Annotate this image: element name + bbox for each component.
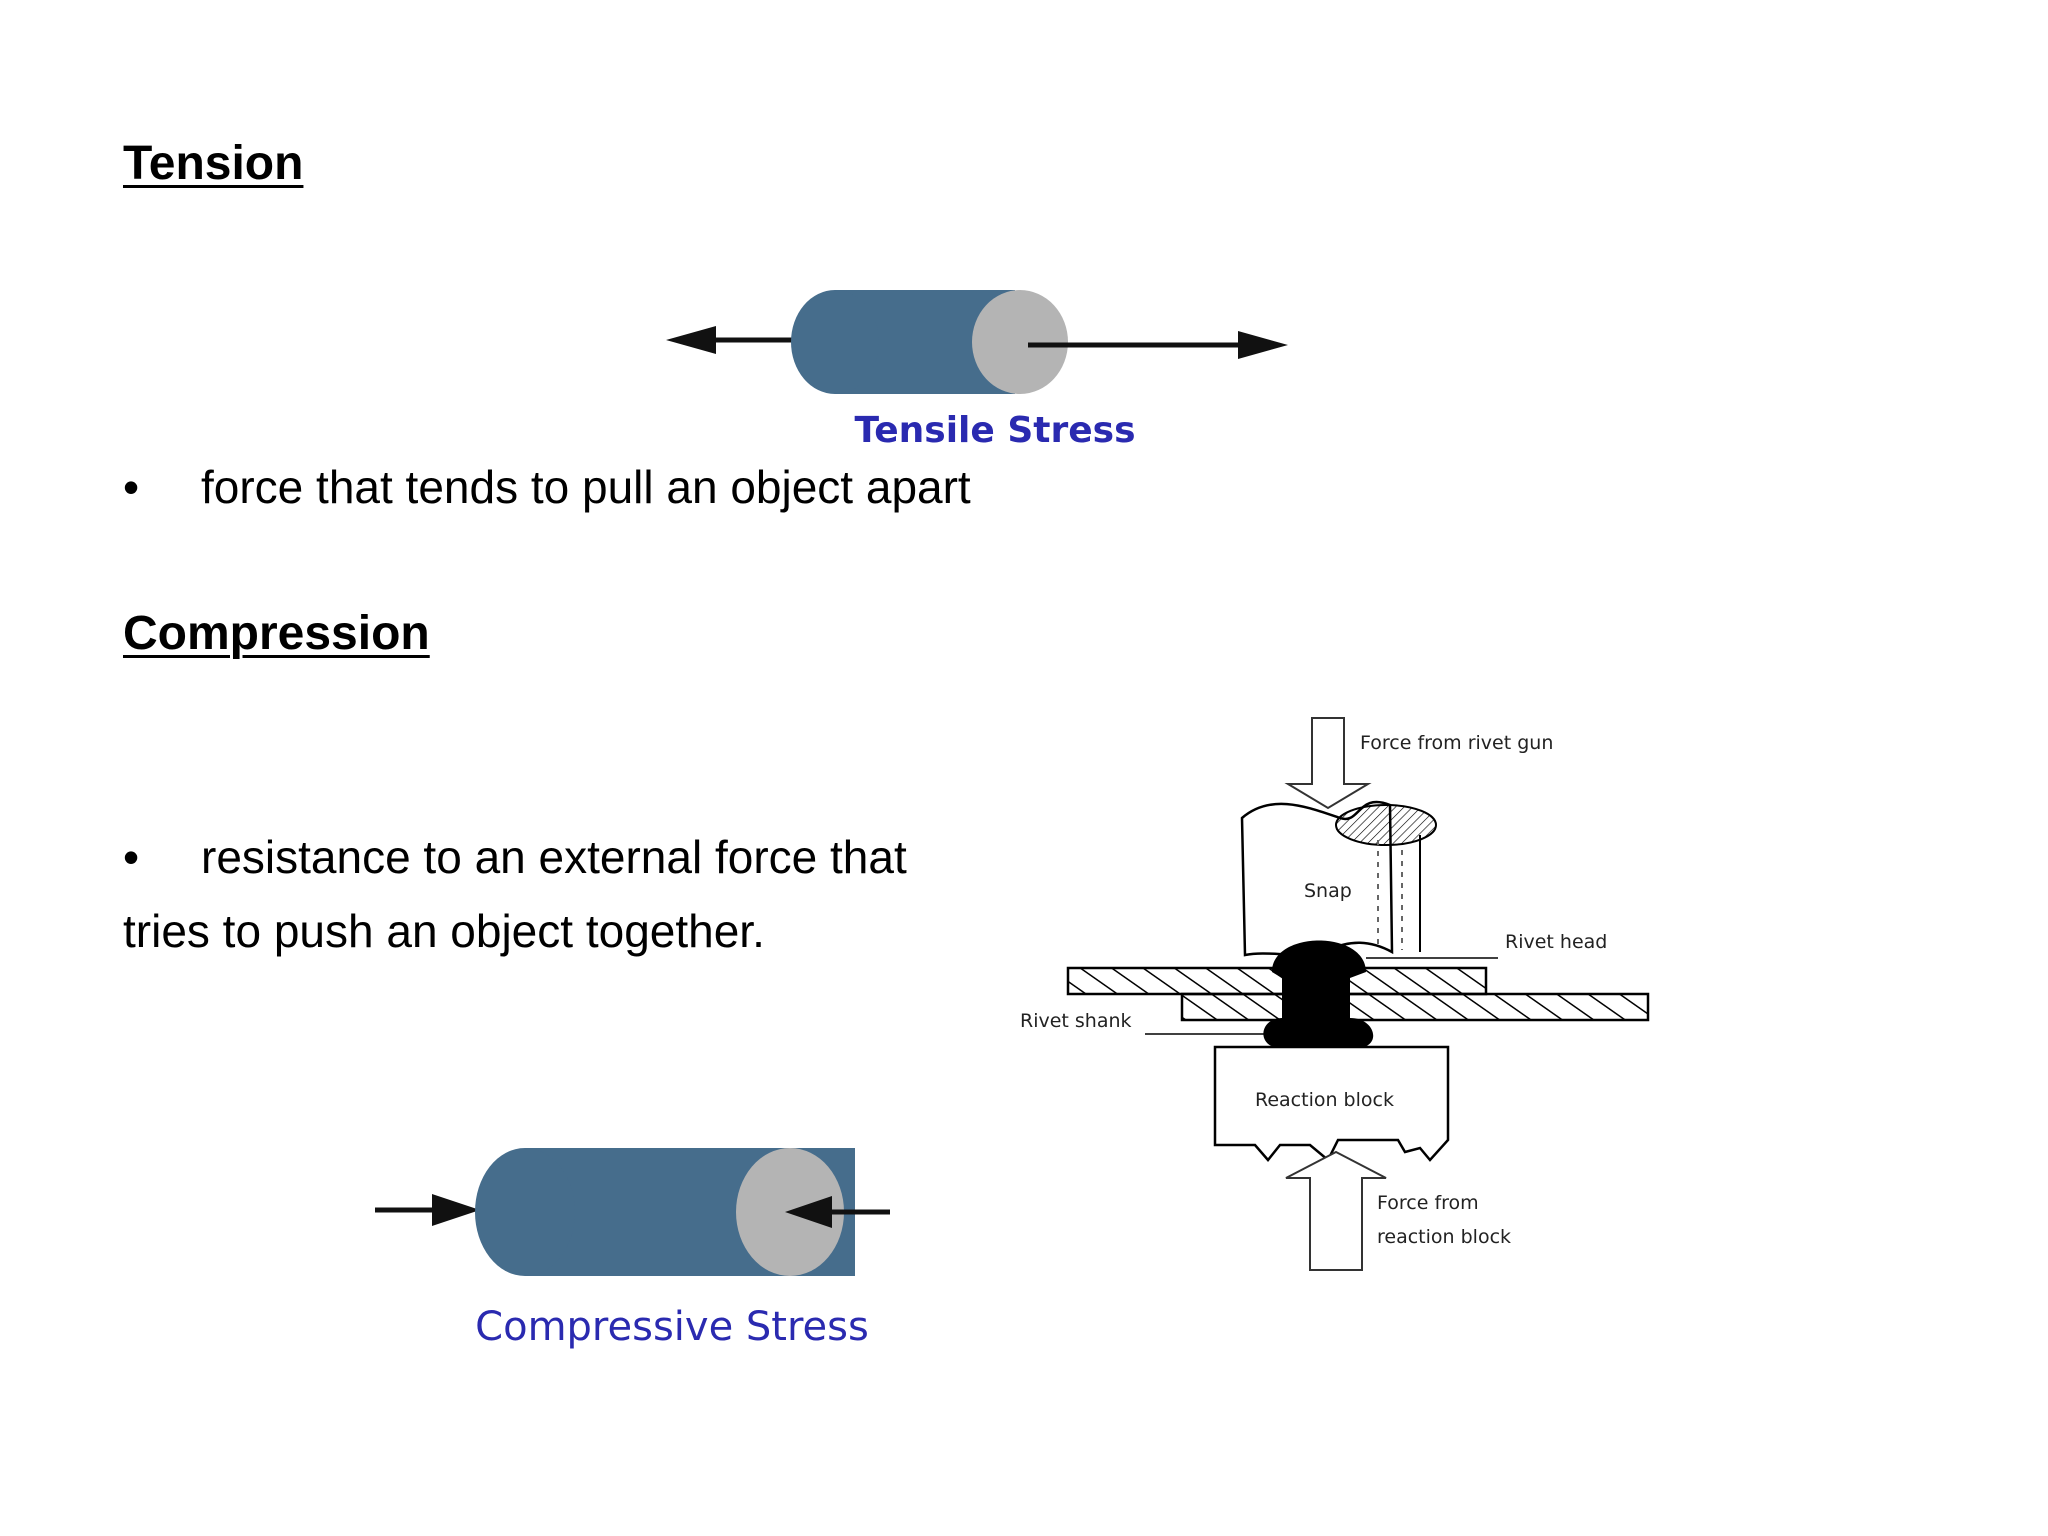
reaction-block-label: Reaction block xyxy=(1255,1089,1394,1111)
lower-plate xyxy=(1180,992,1650,1022)
tensile-stress-label: Tensile Stress xyxy=(854,410,1135,451)
rivet-compression-diagram: Force from rivet gun Snap Rivet head Riv… xyxy=(1010,700,1670,1300)
tension-bullet-text: force that tends to pull an object apart xyxy=(201,461,971,513)
reaction-block-force-arrow xyxy=(1285,1150,1387,1271)
bullet-marker: • xyxy=(123,461,140,513)
left-pull-arrowhead xyxy=(666,326,716,354)
right-pull-arrowhead xyxy=(1238,331,1288,359)
compressive-stress-figure: Compressive Stress xyxy=(360,1130,940,1360)
tension-bullet-paragraph: • force that tends to pull an object apar… xyxy=(123,450,971,524)
rivet-head-label: Rivet head xyxy=(1505,931,1607,953)
compression-bullet-line1: resistance to an external force that xyxy=(201,831,907,883)
compression-bullet-paragraph: • resistance to an external force that tr… xyxy=(123,820,907,968)
reaction-block xyxy=(1213,1045,1450,1162)
bullet-marker: • xyxy=(123,831,140,883)
left-push-arrowhead xyxy=(432,1194,480,1226)
rivet-gun-force-arrow xyxy=(1284,717,1372,810)
compression-heading: Compression xyxy=(123,607,430,660)
snap-label: Snap xyxy=(1304,880,1352,902)
right-push-arrowhead xyxy=(785,1196,832,1228)
compression-bullet-line2: tries to push an object together. xyxy=(123,905,765,957)
force-from-rivet-gun-label: Force from rivet gun xyxy=(1360,732,1553,754)
force-from-label-line1: Force from xyxy=(1377,1192,1479,1214)
tension-heading: Tension xyxy=(123,137,304,190)
snap-tool-top-face xyxy=(1335,804,1437,846)
rivet-shank-label: Rivet shank xyxy=(1020,1010,1132,1032)
cylinder-right-end xyxy=(972,290,1068,394)
rivet xyxy=(1263,940,1374,1048)
tensile-stress-figure: Tensile Stress xyxy=(660,270,1300,460)
force-from-label-line2: reaction block xyxy=(1377,1226,1511,1248)
cylinder-left-end xyxy=(475,1148,575,1276)
cylinder-left-end xyxy=(791,290,879,394)
compressive-stress-label: Compressive Stress xyxy=(475,1304,869,1350)
